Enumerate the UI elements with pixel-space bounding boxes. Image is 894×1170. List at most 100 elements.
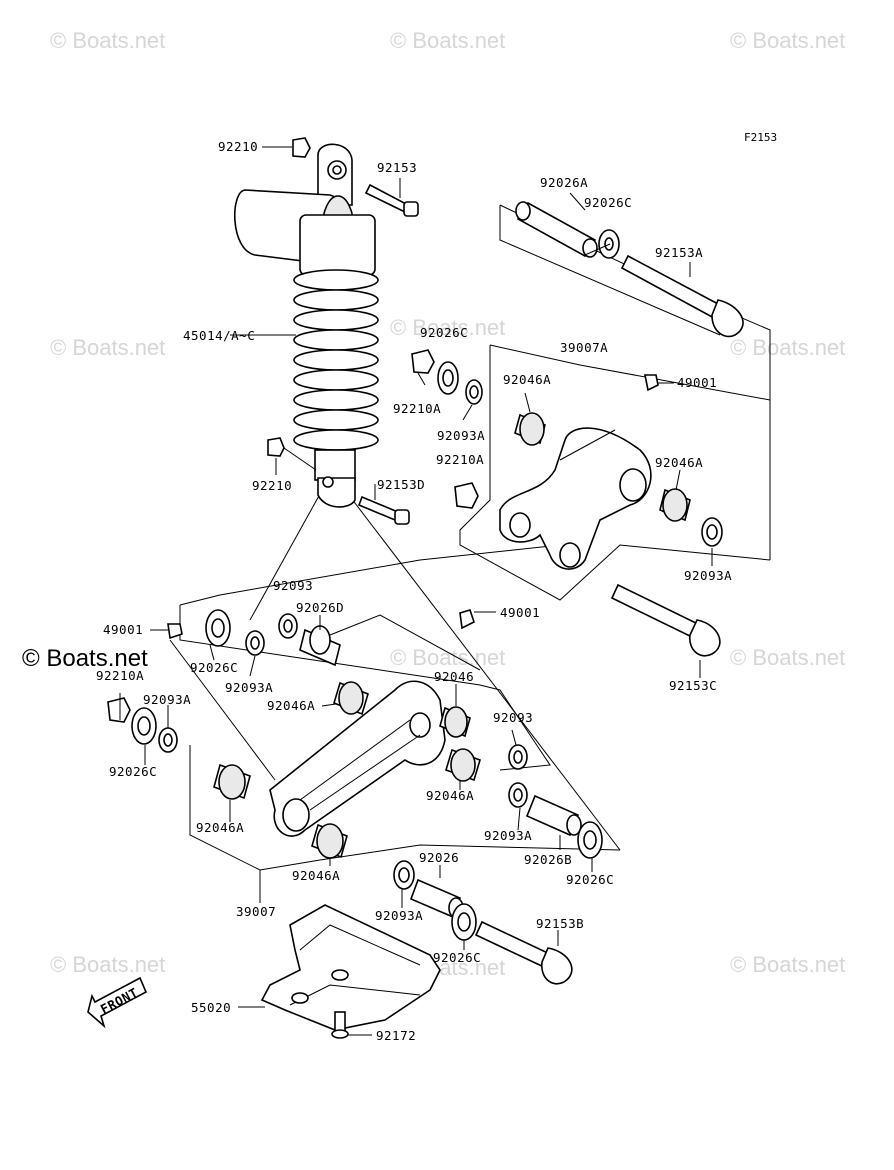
label-49001-l: 49001 (103, 622, 143, 637)
washer-92093A-b2 (393, 860, 415, 890)
label-92046A-l2: 92046A (196, 820, 244, 835)
label-92153: 92153 (377, 160, 417, 175)
label-92026C-tr: 92026C (584, 195, 632, 210)
rocker-arm-39007A (499, 427, 652, 570)
grease-fitting-49001-c (459, 609, 496, 630)
washer-92026C-mid (437, 361, 459, 395)
bearing-92046A-m2 (659, 488, 691, 522)
label-92210-mid: 92210 (252, 478, 292, 493)
label-92153D: 92153D (377, 477, 425, 492)
bolt-92153D (357, 484, 410, 525)
label-92026C-m: 92026C (420, 325, 468, 340)
washer-92093A-l2 (158, 727, 178, 753)
label-92046A-l1: 92046A (267, 698, 315, 713)
label-92093-r2: 92093 (493, 710, 533, 725)
watermark-text: © Boats.net (730, 645, 845, 670)
front-arrow: FRONT (87, 976, 148, 1029)
shock-absorber (234, 143, 379, 508)
label-45014: 45014/A~C (183, 328, 255, 343)
washer-92026C-b2 (451, 903, 477, 941)
washer-92093A-mid (465, 379, 483, 405)
bearing-92046 (439, 706, 471, 738)
label-92210-top: 92210 (218, 139, 258, 154)
bearing-92046A-b (311, 823, 348, 859)
label-92093A-b1: 92093A (484, 828, 532, 843)
label-92026: 92026 (419, 850, 459, 865)
label-39007: 39007 (236, 904, 276, 919)
label-92026A: 92026A (540, 175, 588, 190)
label-92046A-c: 92046A (426, 788, 474, 803)
watermark-grid: © Boats.net © Boats.net © Boats.net © Bo… (50, 28, 845, 980)
watermark-text: © Boats.net (390, 315, 505, 340)
sleeve-92026D (299, 625, 341, 667)
label-92093A-m: 92093A (437, 428, 485, 443)
label-92153C: 92153C (669, 678, 717, 693)
watermark-text: © Boats.net (730, 952, 845, 977)
nut-92210A-l (107, 697, 131, 723)
watermark-text: © Boats.net (50, 335, 165, 360)
watermark-text: © Boats.net (730, 335, 845, 360)
label-92026B: 92026B (524, 852, 572, 867)
label-92026C-l2: 92026C (109, 764, 157, 779)
bolt-92153 (364, 178, 419, 217)
nut-92210A-m1 (411, 349, 435, 374)
sleeve-92026B (525, 794, 582, 837)
leader-lines (119, 192, 713, 1008)
bearing-92046A-m1 (514, 412, 546, 446)
bearing-92046A-l2 (213, 763, 251, 800)
watermark-text: © Boats.net (730, 28, 845, 53)
bolt-92153A (620, 254, 744, 338)
label-92093: 92093 (273, 578, 313, 593)
label-92153A: 92153A (655, 245, 703, 260)
tie-rod-39007 (269, 680, 446, 837)
washer-92026C-l1 (205, 609, 231, 647)
nut-92210-mid (267, 437, 317, 475)
label-49001-r: 49001 (677, 375, 717, 390)
label-92172: 92172 (376, 1028, 416, 1043)
watermark-text: © Boats.net (390, 645, 505, 670)
guard-55020 (260, 904, 441, 1031)
grease-fitting-49001-r (644, 374, 674, 392)
label-92093A-l2: 92093A (143, 692, 191, 707)
watermark-text: © Boats.net (390, 28, 505, 53)
nut-92210-top (262, 137, 311, 158)
label-92026C-b2: 92026C (433, 950, 481, 965)
label-92046A-m1: 92046A (503, 372, 551, 387)
washer-92093 (278, 613, 298, 639)
washer-92093A-b1 (508, 782, 528, 808)
label-92046A-b: 92046A (292, 868, 340, 883)
label-92026C-b1: 92026C (566, 872, 614, 887)
bearing-92046A-c (445, 748, 481, 782)
bolt-92153C (610, 583, 721, 657)
bearing-92046A-l1 (333, 681, 369, 716)
label-92210A-m1: 92210A (393, 401, 441, 416)
label-92153B: 92153B (536, 916, 584, 931)
bolt-92153B (474, 920, 573, 985)
washer-92026C-b1 (577, 821, 603, 859)
part-labels: 92210 92153 92026A 92026C 92153A 45014/A… (96, 139, 732, 1043)
grease-fitting-49001-l (150, 623, 183, 640)
label-55020: 55020 (191, 1000, 231, 1015)
label-92026D: 92026D (296, 600, 344, 615)
label-92046A-m2: 92046A (655, 455, 703, 470)
nut-92210A-m2 (454, 482, 479, 509)
label-92046: 92046 (434, 669, 474, 684)
label-92026C-l1: 92026C (190, 660, 238, 675)
sleeve-92026A (515, 201, 598, 258)
figure-id: F2153 (744, 131, 777, 144)
watermark-prominent: © Boats.net (22, 645, 148, 672)
label-92210A-l: 92210A (96, 668, 144, 683)
watermark-text: © Boats.net (50, 28, 165, 53)
label-92210A-m2: 92210A (436, 452, 484, 467)
label-92093A-r: 92093A (684, 568, 732, 583)
bolt-92172 (331, 1011, 372, 1039)
label-39007A: 39007A (560, 340, 608, 355)
label-49001-c: 49001 (500, 605, 540, 620)
washer-92026C-l2 (131, 707, 157, 745)
label-92093A-l1: 92093A (225, 680, 273, 695)
washer-92093-r2 (508, 744, 528, 770)
label-92093A-b2: 92093A (375, 908, 423, 923)
washer-92093A-l1 (245, 630, 265, 656)
washer-92093A-r (701, 517, 723, 547)
